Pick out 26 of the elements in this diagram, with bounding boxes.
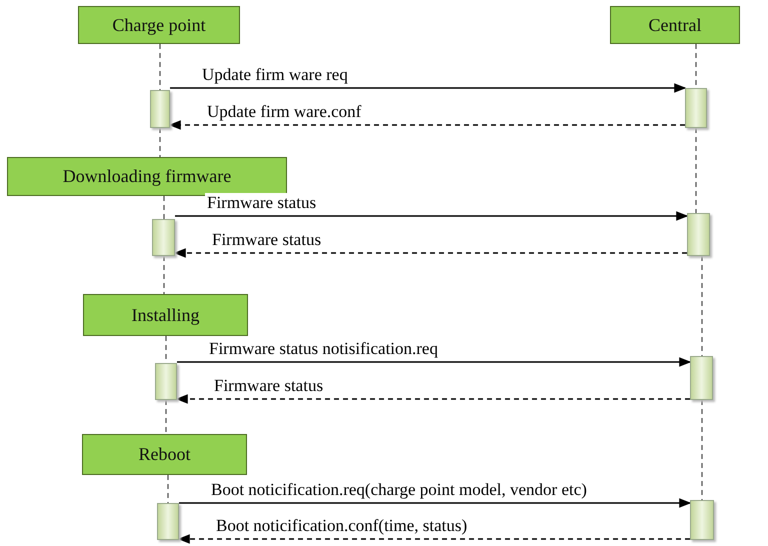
activation-bar	[690, 356, 713, 400]
activation-bar	[685, 88, 707, 128]
message-arrow	[174, 248, 687, 258]
activation-bar	[152, 219, 175, 256]
message-arrow	[177, 357, 692, 367]
edge-label: Boot noticification.conf(time, status)	[214, 516, 470, 535]
message-arrow	[170, 83, 686, 93]
activation-bar	[690, 500, 714, 540]
activation-bar	[687, 213, 710, 256]
edge-label: Firmware status notisification.req	[207, 339, 440, 358]
message-arrow	[168, 120, 685, 130]
message-arrow	[179, 498, 692, 508]
participant-box: Central	[610, 6, 740, 44]
state-box: Downloading firmware	[7, 157, 287, 196]
message-arrow	[178, 534, 690, 544]
activation-bar	[150, 90, 170, 128]
message-arrow	[176, 394, 690, 404]
participant-box: Charge point	[78, 6, 240, 44]
edge-label: Update firm ware req	[200, 65, 350, 84]
message-arrow	[175, 211, 688, 221]
activation-bar	[157, 503, 179, 540]
activation-bar	[155, 363, 177, 400]
state-box: Installing	[83, 294, 248, 336]
edge-label: Update firm ware.conf	[205, 102, 364, 121]
edge-label: Boot noticification.req(charge point model, vendor etc)	[209, 480, 589, 499]
state-box: Reboot	[82, 434, 247, 475]
